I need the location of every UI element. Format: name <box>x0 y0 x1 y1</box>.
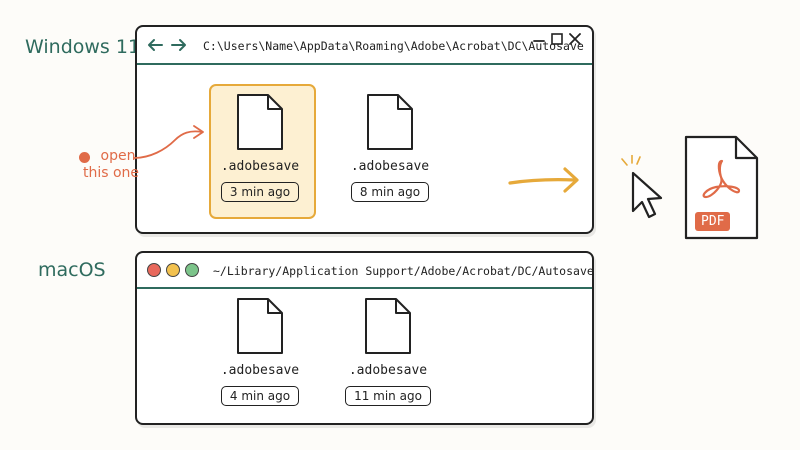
callout-text: open this one <box>76 148 146 182</box>
file-name: .adobesave <box>220 159 300 174</box>
traffic-close-icon[interactable] <box>147 263 161 277</box>
callout-line-1: open <box>100 148 136 164</box>
file-icon <box>237 298 283 354</box>
file-age-badge: 11 min ago <box>345 386 431 406</box>
file-icon <box>367 94 413 150</box>
file-age-badge: 8 min ago <box>350 182 430 202</box>
windows-label: Windows 11 <box>25 36 141 58</box>
windows-path: C:\Users\Name\AppData\Roaming\Adobe\Acro… <box>203 39 584 53</box>
mac-titlebar: ~/Library/Application Support/Adobe/Acro… <box>137 253 594 289</box>
file-icon <box>237 94 283 150</box>
cursor-icon <box>621 155 663 219</box>
close-icon[interactable] <box>569 33 581 45</box>
windows-file-1[interactable]: .adobesave 3 min ago <box>205 93 315 202</box>
file-name: .adobesave <box>220 363 300 378</box>
file-name: .adobesave <box>350 159 430 174</box>
callout-arrow <box>133 125 204 159</box>
file-age-badge: 3 min ago <box>220 182 300 202</box>
forward-arrow-icon[interactable] <box>171 38 187 52</box>
callout-line-2: this one <box>82 165 140 181</box>
file-name: .adobesave <box>348 363 428 378</box>
mac-finder-window: ~/Library/Application Support/Adobe/Acro… <box>135 251 594 425</box>
pdf-badge: PDF <box>695 212 731 231</box>
maximize-icon[interactable] <box>551 33 563 45</box>
file-icon <box>365 298 411 354</box>
mac-path: ~/Library/Application Support/Adobe/Acro… <box>213 264 594 278</box>
traffic-zoom-icon[interactable] <box>185 263 199 277</box>
mac-file-2[interactable]: .adobesave 11 min ago <box>333 297 443 406</box>
traffic-minimize-icon[interactable] <box>166 263 180 277</box>
callout-dot <box>79 152 90 163</box>
file-age-badge: 4 min ago <box>220 386 300 406</box>
mac-label: macOS <box>38 259 106 281</box>
windows-titlebar: C:\Users\Name\AppData\Roaming\Adobe\Acro… <box>137 27 592 65</box>
windows-file-2[interactable]: .adobesave 8 min ago <box>335 93 445 202</box>
open-arrow <box>508 167 579 193</box>
back-arrow-icon[interactable] <box>147 38 163 52</box>
minimize-icon[interactable] <box>533 34 545 46</box>
mac-file-1[interactable]: .adobesave 4 min ago <box>205 297 315 406</box>
windows-explorer-window: C:\Users\Name\AppData\Roaming\Adobe\Acro… <box>135 25 594 234</box>
